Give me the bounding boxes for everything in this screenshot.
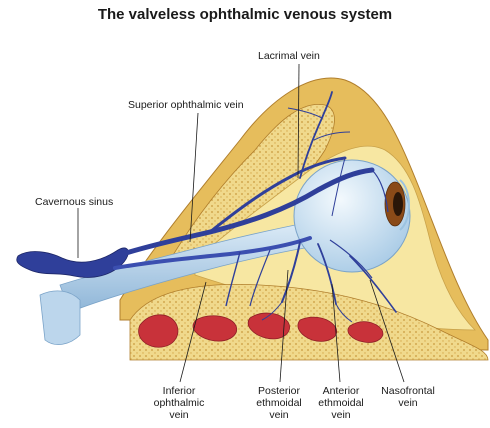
- label-inferior-ophthalmic-vein: Inferior ophthalmic vein: [148, 385, 210, 421]
- sinus-blood-1: [138, 314, 179, 348]
- label-nasofrontal-line2: vein: [398, 397, 418, 409]
- label-inferior-line1: Inferior: [162, 385, 196, 397]
- nasofrontal-vein: [349, 255, 397, 313]
- leader-lines: [77, 63, 405, 383]
- label-anterior-line1: Anterior: [322, 385, 360, 397]
- posterior-ethmoidal-vein: [281, 241, 301, 303]
- floor-branch-4: [261, 301, 283, 321]
- cavernous-sinus-vessel: [16, 247, 129, 278]
- label-posterior-line1: Posterior: [257, 385, 300, 397]
- diagram-title: The valveless ophthalmic venous system: [97, 6, 393, 23]
- label-anterior-ethmoidal-vein: Anterior ethmoidal vein: [310, 385, 372, 421]
- eye-vessel-2: [331, 157, 346, 217]
- lacrimal-vein: [299, 91, 333, 179]
- label-inferior-line2: ophthalmic: [153, 397, 205, 409]
- lacrimal-twig-2: [313, 131, 351, 141]
- label-posterior-ethmoidal-vein: Posterior ethmoidal vein: [248, 385, 310, 421]
- cavernous-tube: [39, 290, 81, 345]
- eye-vessel-1: [371, 169, 389, 213]
- leader-lacrimal: [297, 63, 300, 179]
- floor-branch-3: [335, 303, 353, 323]
- eye-vessel-3: [329, 239, 373, 279]
- leader-anterior: [331, 283, 341, 383]
- label-nasofrontal-vein: Nasofrontal vein: [374, 385, 442, 409]
- cornea: [399, 179, 410, 231]
- label-lacrimal-vein: Lacrimal vein: [258, 50, 320, 62]
- label-nasofrontal-line1: Nasofrontal: [381, 385, 435, 397]
- leader-inferior: [179, 281, 207, 383]
- sinus-blood-4: [297, 316, 338, 342]
- label-cavernous-sinus: Cavernous sinus: [35, 196, 114, 208]
- label-superior-ophthalmic-vein: Superior ophthalmic vein: [128, 99, 244, 111]
- anterior-ethmoidal-vein: [317, 243, 337, 305]
- pupil: [393, 192, 403, 216]
- leader-posterior: [279, 269, 289, 383]
- label-inferior-line3: vein: [169, 409, 189, 421]
- superior-ophthalmic-vein-branch: [208, 156, 347, 234]
- inferior-ophthalmic-vein: [113, 236, 312, 270]
- leader-superior: [189, 112, 199, 243]
- label-posterior-line3: vein: [269, 409, 289, 421]
- sinus-blood-5: [347, 321, 384, 343]
- lacrimal-twig-1: [287, 107, 323, 119]
- label-posterior-line2: ethmoidal: [256, 397, 302, 409]
- sinus-blood-2: [192, 315, 238, 342]
- label-anterior-line2: ethmoidal: [318, 397, 364, 409]
- label-anterior-line3: vein: [331, 409, 351, 421]
- leader-nasofrontal: [369, 279, 405, 383]
- floor-branch-2: [249, 249, 271, 307]
- sinus-blood-3: [247, 312, 290, 340]
- floor-branch-1: [225, 251, 241, 307]
